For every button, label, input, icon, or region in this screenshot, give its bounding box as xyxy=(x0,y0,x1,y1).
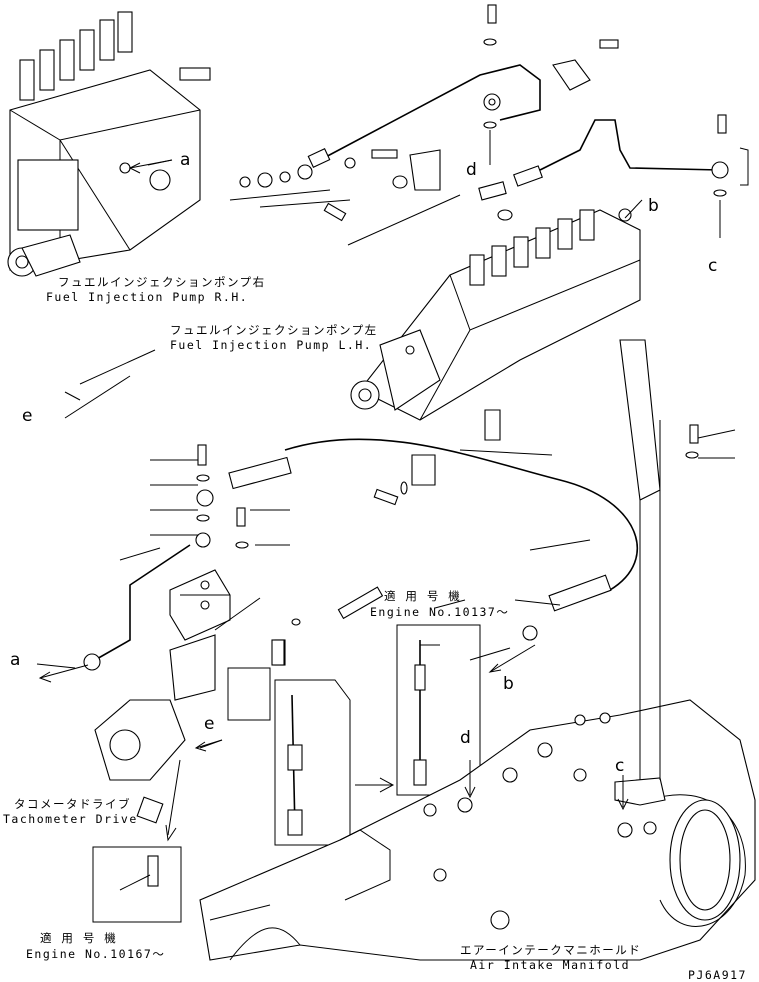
inset-tacho-variant xyxy=(227,639,351,846)
drawing-code: PJ6A917 xyxy=(688,968,747,982)
pump-rh-label-jp: フュエルインジェクションポンプ右 xyxy=(58,275,266,289)
air-intake-manifold xyxy=(199,420,756,961)
fuel-injection-pump-rh xyxy=(7,11,211,277)
engine-no-10167-en: Engine No.10167～ xyxy=(26,947,166,961)
pump-rh-label-en: Fuel Injection Pump R.H. xyxy=(46,290,249,304)
pump-lh-label-en: Fuel Injection Pump L.H. xyxy=(170,338,373,352)
ref-c-bottom: c xyxy=(615,756,625,776)
tachometer-drive-jp: タコメータドライブ xyxy=(14,797,131,811)
air-intake-manifold-en: Air Intake Manifold xyxy=(470,958,631,972)
ref-e-bottom: e xyxy=(204,714,215,734)
ref-d-bottom: d xyxy=(460,728,471,748)
ref-e-left: e xyxy=(22,406,33,426)
tachometer-drive-en: Tachometer Drive xyxy=(3,812,138,826)
ref-b-bottom: b xyxy=(503,674,514,694)
pump-lh-label-jp: フュエルインジェクションポンプ左 xyxy=(170,323,378,337)
engine-no-10167-jp: 適 用 号 機 xyxy=(40,931,118,945)
fuel-injection-pump-lh xyxy=(350,208,641,421)
ref-d-top: d xyxy=(466,160,477,180)
ref-c-top: c xyxy=(708,256,718,276)
top-fuel-lines xyxy=(147,4,749,246)
inset-engine-10137 xyxy=(355,624,481,796)
reference-arrows xyxy=(38,159,643,811)
air-intake-manifold-jp: エアーインテークマニホールド xyxy=(460,943,642,957)
ref-a-top: a xyxy=(180,150,191,170)
ref-b-top: b xyxy=(648,196,659,216)
inset-engine-10167 xyxy=(92,759,182,923)
engine-no-10137-en: Engine No.10137～ xyxy=(370,605,510,619)
indicator-lines xyxy=(36,349,736,749)
ref-a-bottom: a xyxy=(10,650,21,670)
engine-no-10137-jp: 適 用 号 機 xyxy=(384,589,462,603)
